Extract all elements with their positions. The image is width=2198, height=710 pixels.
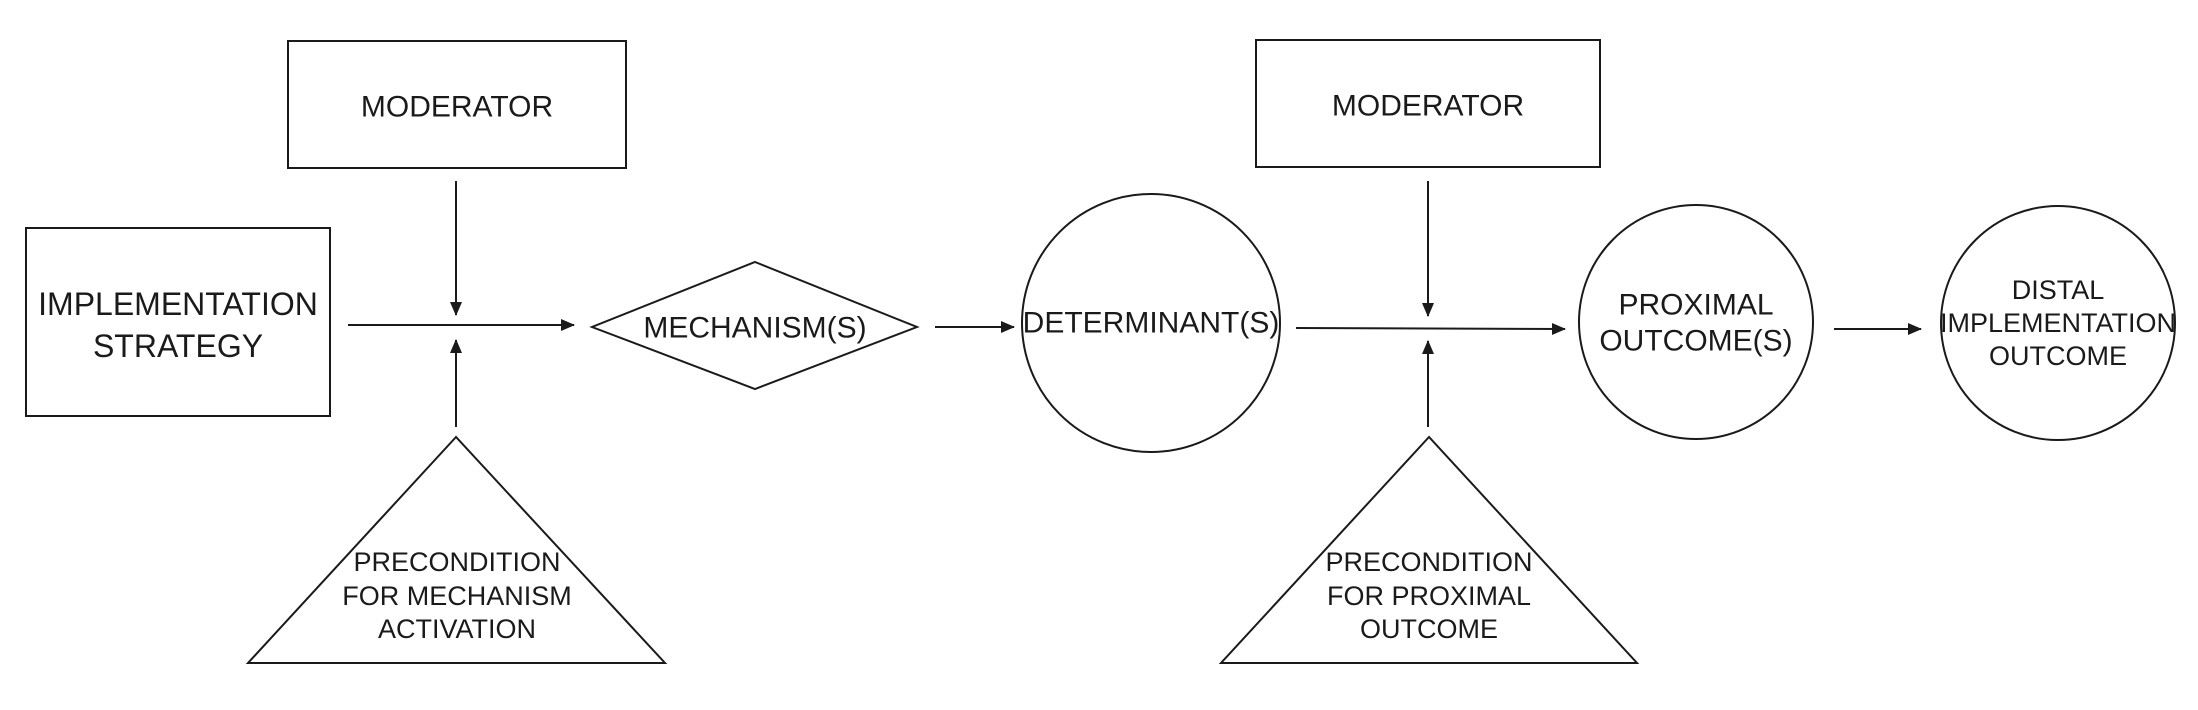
mechanism-label: MECHANISM(S) xyxy=(643,312,866,345)
moderator-right-node: MODERATOR xyxy=(1255,39,1601,168)
proximal-outcome-node: PROXIMAL OUTCOME(S) xyxy=(1578,204,1814,440)
precondition-mechanism-node: PRECONDITION FOR MECHANISM ACTIVATION xyxy=(245,435,668,664)
proximal-label-line2: OUTCOME(S) xyxy=(1599,325,1792,358)
precondition-proximal-line3: OUTCOME xyxy=(1360,614,1498,644)
precondition-mechanism-line1: PRECONDITION xyxy=(353,547,560,577)
precondition-proximal-line2: FOR PROXIMAL xyxy=(1327,581,1531,611)
distal-label-line2: IMPLEMENTATION xyxy=(1940,308,2176,338)
precondition-proximal-line1: PRECONDITION xyxy=(1325,547,1532,577)
determinant-node: DETERMINANT(S) xyxy=(1021,193,1281,453)
moderator-left-node: MODERATOR xyxy=(287,40,627,169)
precondition-mechanism-line3: ACTIVATION xyxy=(378,614,536,644)
arrow-determinant-to-proximal xyxy=(1295,322,1566,335)
precondition-mechanism-line2: FOR MECHANISM xyxy=(342,581,572,611)
moderator-right-label: MODERATOR xyxy=(1332,90,1524,123)
strategy-label-line1: IMPLEMENTATION xyxy=(38,286,318,322)
precondition-proximal-node: PRECONDITION FOR PROXIMAL OUTCOME xyxy=(1218,435,1640,664)
distal-label-line3: OUTCOME xyxy=(1989,341,2127,371)
determinant-label: DETERMINANT(S) xyxy=(1023,307,1280,340)
implementation-strategy-node: IMPLEMENTATION STRATEGY xyxy=(25,227,331,417)
proximal-label-line1: PROXIMAL xyxy=(1618,289,1773,322)
strategy-label-line2: STRATEGY xyxy=(93,328,263,364)
mechanism-node: MECHANISM(S) xyxy=(589,260,920,391)
moderator-left-label: MODERATOR xyxy=(361,91,553,124)
distal-outcome-node: DISTAL IMPLEMENTATION OUTCOME xyxy=(1940,205,2176,441)
distal-label-line1: DISTAL xyxy=(2012,275,2105,305)
